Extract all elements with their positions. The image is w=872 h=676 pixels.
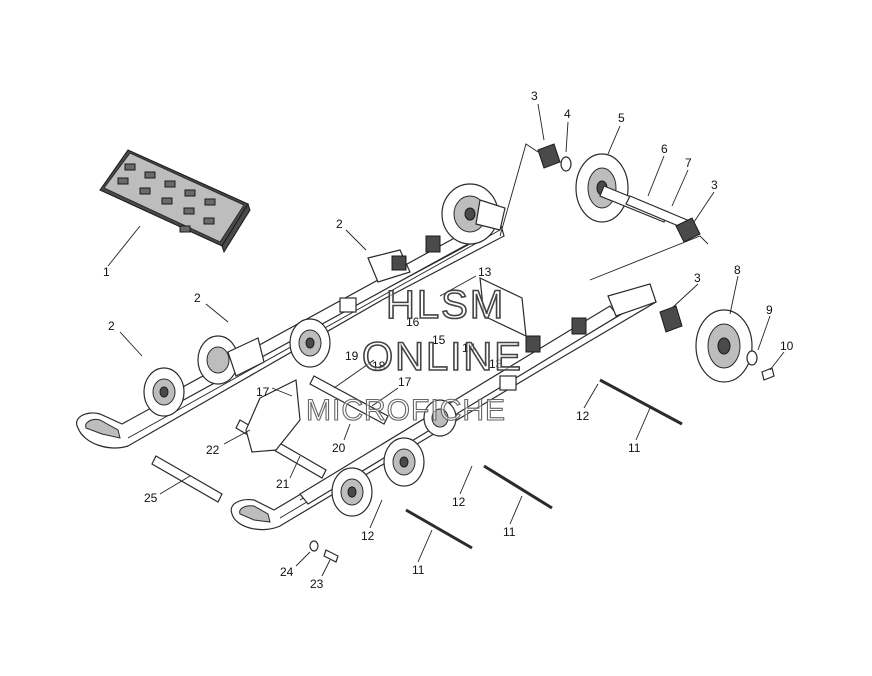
callout-9: 9: [766, 303, 773, 317]
callout-1: 1: [103, 265, 110, 279]
small-fasteners: [309, 540, 339, 563]
callout-25: 25: [144, 491, 158, 505]
callout-18: 18: [372, 359, 386, 373]
watermark-line2: ONLINE: [362, 335, 523, 379]
cross-shafts: [151, 276, 527, 503]
callout-12-c: 12: [361, 529, 375, 543]
left-rail-assembly: [76, 183, 506, 449]
callout-7: 7: [685, 156, 692, 170]
rear-axle-parts: [537, 143, 701, 243]
long-bolts: [405, 378, 683, 550]
callout-10: 10: [780, 339, 794, 353]
callout-15: 15: [432, 333, 446, 347]
front-axle-parts: [659, 305, 775, 383]
callout-21: 21: [276, 477, 290, 491]
callout-12-b: 12: [452, 495, 466, 509]
callout-23: 23: [310, 577, 324, 591]
right-rail-assembly: [230, 283, 657, 531]
leader-lines: [107, 103, 785, 577]
callout-11-a: 11: [628, 441, 641, 455]
callout-4: 4: [564, 107, 571, 121]
callout-11-c: 11: [412, 563, 425, 577]
wear-pad-block: [99, 149, 251, 254]
callout-24: 24: [280, 565, 294, 579]
callout-17-a: 17: [256, 385, 270, 399]
callout-19: 19: [345, 349, 359, 363]
callout-2-left: 2: [108, 319, 115, 333]
callout-13-b: 13: [489, 357, 503, 371]
callout-3-right: 3: [711, 178, 718, 192]
callout-3-top: 3: [531, 89, 538, 103]
callout-labels: 1 2 2 2 3 4 5 6 7 3 3 8 9 10 11 11 11 12…: [103, 89, 794, 591]
callout-6: 6: [661, 142, 668, 156]
watermark-line3: MICROFICHE: [306, 394, 506, 427]
assembly-lines: [499, 143, 709, 281]
callout-20: 20: [332, 441, 346, 455]
callout-17-b: 17: [398, 375, 412, 389]
callout-22: 22: [206, 443, 220, 457]
callout-14: 14: [462, 341, 476, 355]
callout-13-a: 13: [478, 265, 492, 279]
callout-5: 5: [618, 111, 625, 125]
callout-12-a: 12: [576, 409, 590, 423]
callout-3-front: 3: [694, 271, 701, 285]
watermark: HLSM ONLINE MICROFICHE: [305, 282, 523, 427]
callout-2-mid: 2: [194, 291, 201, 305]
callout-2-top: 2: [336, 217, 343, 231]
watermark-line1: HLSM: [386, 283, 505, 327]
callout-11-b: 11: [503, 525, 516, 539]
callout-8: 8: [734, 263, 741, 277]
callout-16: 16: [406, 315, 420, 329]
